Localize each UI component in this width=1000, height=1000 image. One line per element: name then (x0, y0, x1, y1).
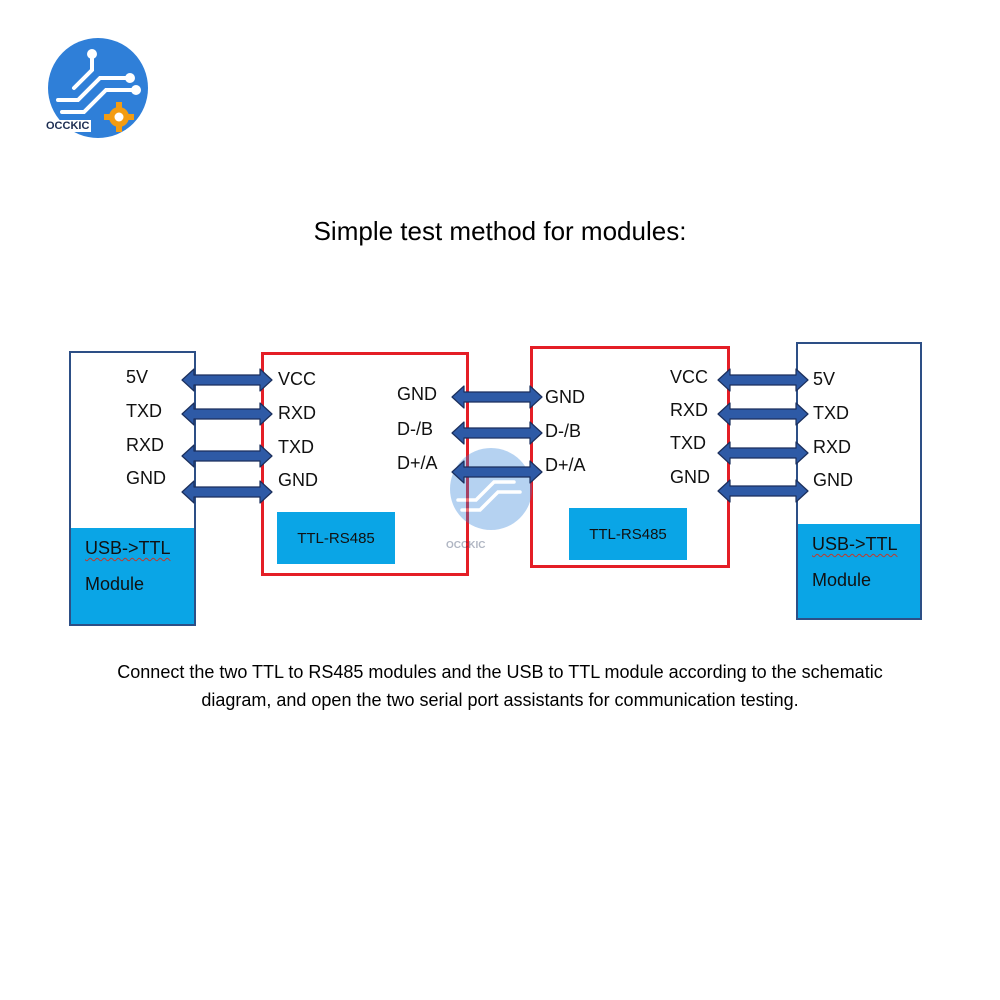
left-usb-pin-txd: TXD (126, 401, 162, 421)
page-title: Simple test method for modules: (313, 216, 687, 246)
watermark-brand: OCCKIC (446, 540, 486, 551)
left-usb-pin-gnd: GND (126, 468, 166, 488)
right-rs485-pin-rxd: RXD (670, 400, 709, 420)
arrow-d-plus-bus (451, 460, 543, 484)
right-usb-label-block: USB->TTL Module (798, 524, 920, 618)
right-rs485-pin-d-plus-a: D+/A (545, 455, 586, 475)
gear-icon (104, 102, 134, 132)
left-usb-label-line2: Module (85, 574, 145, 594)
left-usb-label-line1: USB->TTL (85, 538, 171, 558)
right-usb-pin-5v: 5V (813, 369, 836, 389)
arrow-gnd-gnd-left (181, 480, 273, 504)
right-usb-ttl-module: USB->TTL Module (796, 342, 922, 620)
right-usb-pin-gnd: GND (813, 470, 853, 490)
left-rs485-pin-rxd: RXD (278, 403, 317, 423)
left-rs485-pin-vcc: VCC (278, 369, 317, 389)
arrow-d-minus-bus (451, 421, 543, 445)
right-usb-pin-txd: TXD (813, 403, 849, 423)
left-rs485-pin-d-plus-a: D+/A (397, 453, 438, 473)
caption-line-1: Connect the two TTL to RS485 modules and… (117, 662, 883, 682)
brand-name: OCCKIC (44, 120, 92, 132)
arrow-txd-rxd-left (181, 402, 273, 426)
right-rs485-pin-gnd-in: GND (545, 387, 585, 407)
left-rs485-pin-txd: TXD (278, 437, 314, 457)
arrow-txd-rxd-right (717, 441, 809, 465)
right-rs485-pin-vcc: VCC (670, 367, 709, 387)
right-rs485-pin-d-minus-b: D-/B (545, 421, 581, 441)
right-usb-label-line2: Module (812, 570, 872, 590)
arrow-gnd-bus (451, 385, 543, 409)
left-usb-pin-rxd: RXD (126, 435, 165, 455)
caption-line-2: diagram, and open the two serial port as… (201, 690, 799, 710)
right-usb-pin-rxd: RXD (813, 437, 852, 457)
right-rs485-pin-txd: TXD (670, 433, 706, 453)
arrow-rxd-txd-right (717, 402, 809, 426)
left-rs485-pin-gnd: GND (278, 470, 318, 490)
left-usb-ttl-module: USB->TTL Module (69, 351, 196, 626)
instruction-caption: Connect the two TTL to RS485 modules and… (40, 658, 960, 714)
left-usb-label-block: USB->TTL Module (71, 528, 194, 624)
left-usb-pin-5v: 5V (126, 367, 149, 387)
arrow-5v-vcc-left (181, 368, 273, 392)
right-usb-label-line1: USB->TTL (812, 534, 898, 554)
left-rs485-pin-gnd-out: GND (397, 384, 437, 404)
right-rs485-tag: TTL-RS485 (569, 508, 687, 560)
left-rs485-pin-d-minus-b: D-/B (397, 419, 433, 439)
arrow-rxd-txd-left (181, 444, 273, 468)
right-rs485-pin-gnd: GND (670, 467, 710, 487)
arrow-gnd-gnd-right (717, 479, 809, 503)
brand-logo: OCCKIC (40, 38, 160, 138)
left-rs485-tag: TTL-RS485 (277, 512, 395, 564)
arrow-vcc-5v-right (717, 368, 809, 392)
